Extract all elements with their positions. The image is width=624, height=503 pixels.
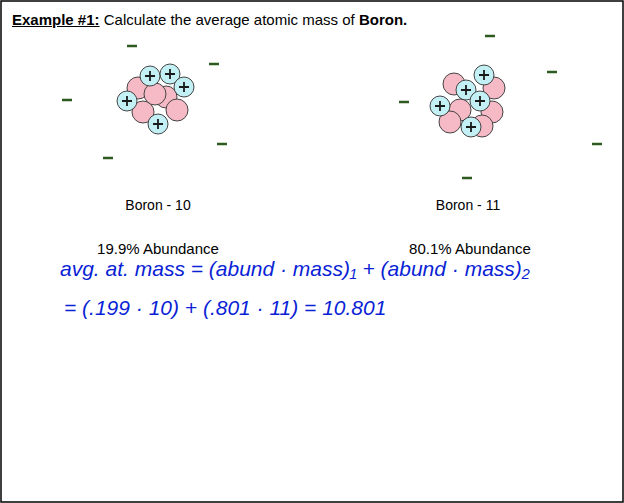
proton-group xyxy=(430,65,494,137)
heading-line: Example #1:Calculate the average atomic … xyxy=(12,11,411,29)
plus-symbols xyxy=(435,70,489,132)
example-label: Example #1: xyxy=(12,11,100,28)
electron-symbols xyxy=(62,36,602,178)
proton-group xyxy=(117,64,194,134)
handwritten-calculation: = (.199 · 10) + (.801 · 11) = 10.801 xyxy=(64,296,386,320)
abundance-label: 80.1% Abundance xyxy=(409,240,531,257)
isotope-label: Boron - 10 xyxy=(125,197,190,213)
isotope-label: Boron - 11 xyxy=(436,197,500,213)
plus-symbols xyxy=(122,69,189,129)
element-name: Boron. xyxy=(359,11,407,28)
abundance-label: 19.9% Abundance xyxy=(97,240,219,257)
question-text: Calculate the average atomic mass of xyxy=(104,11,355,28)
handwritten-formula: avg. at. mass = (abund · mass)₁ + (abund… xyxy=(60,257,530,281)
